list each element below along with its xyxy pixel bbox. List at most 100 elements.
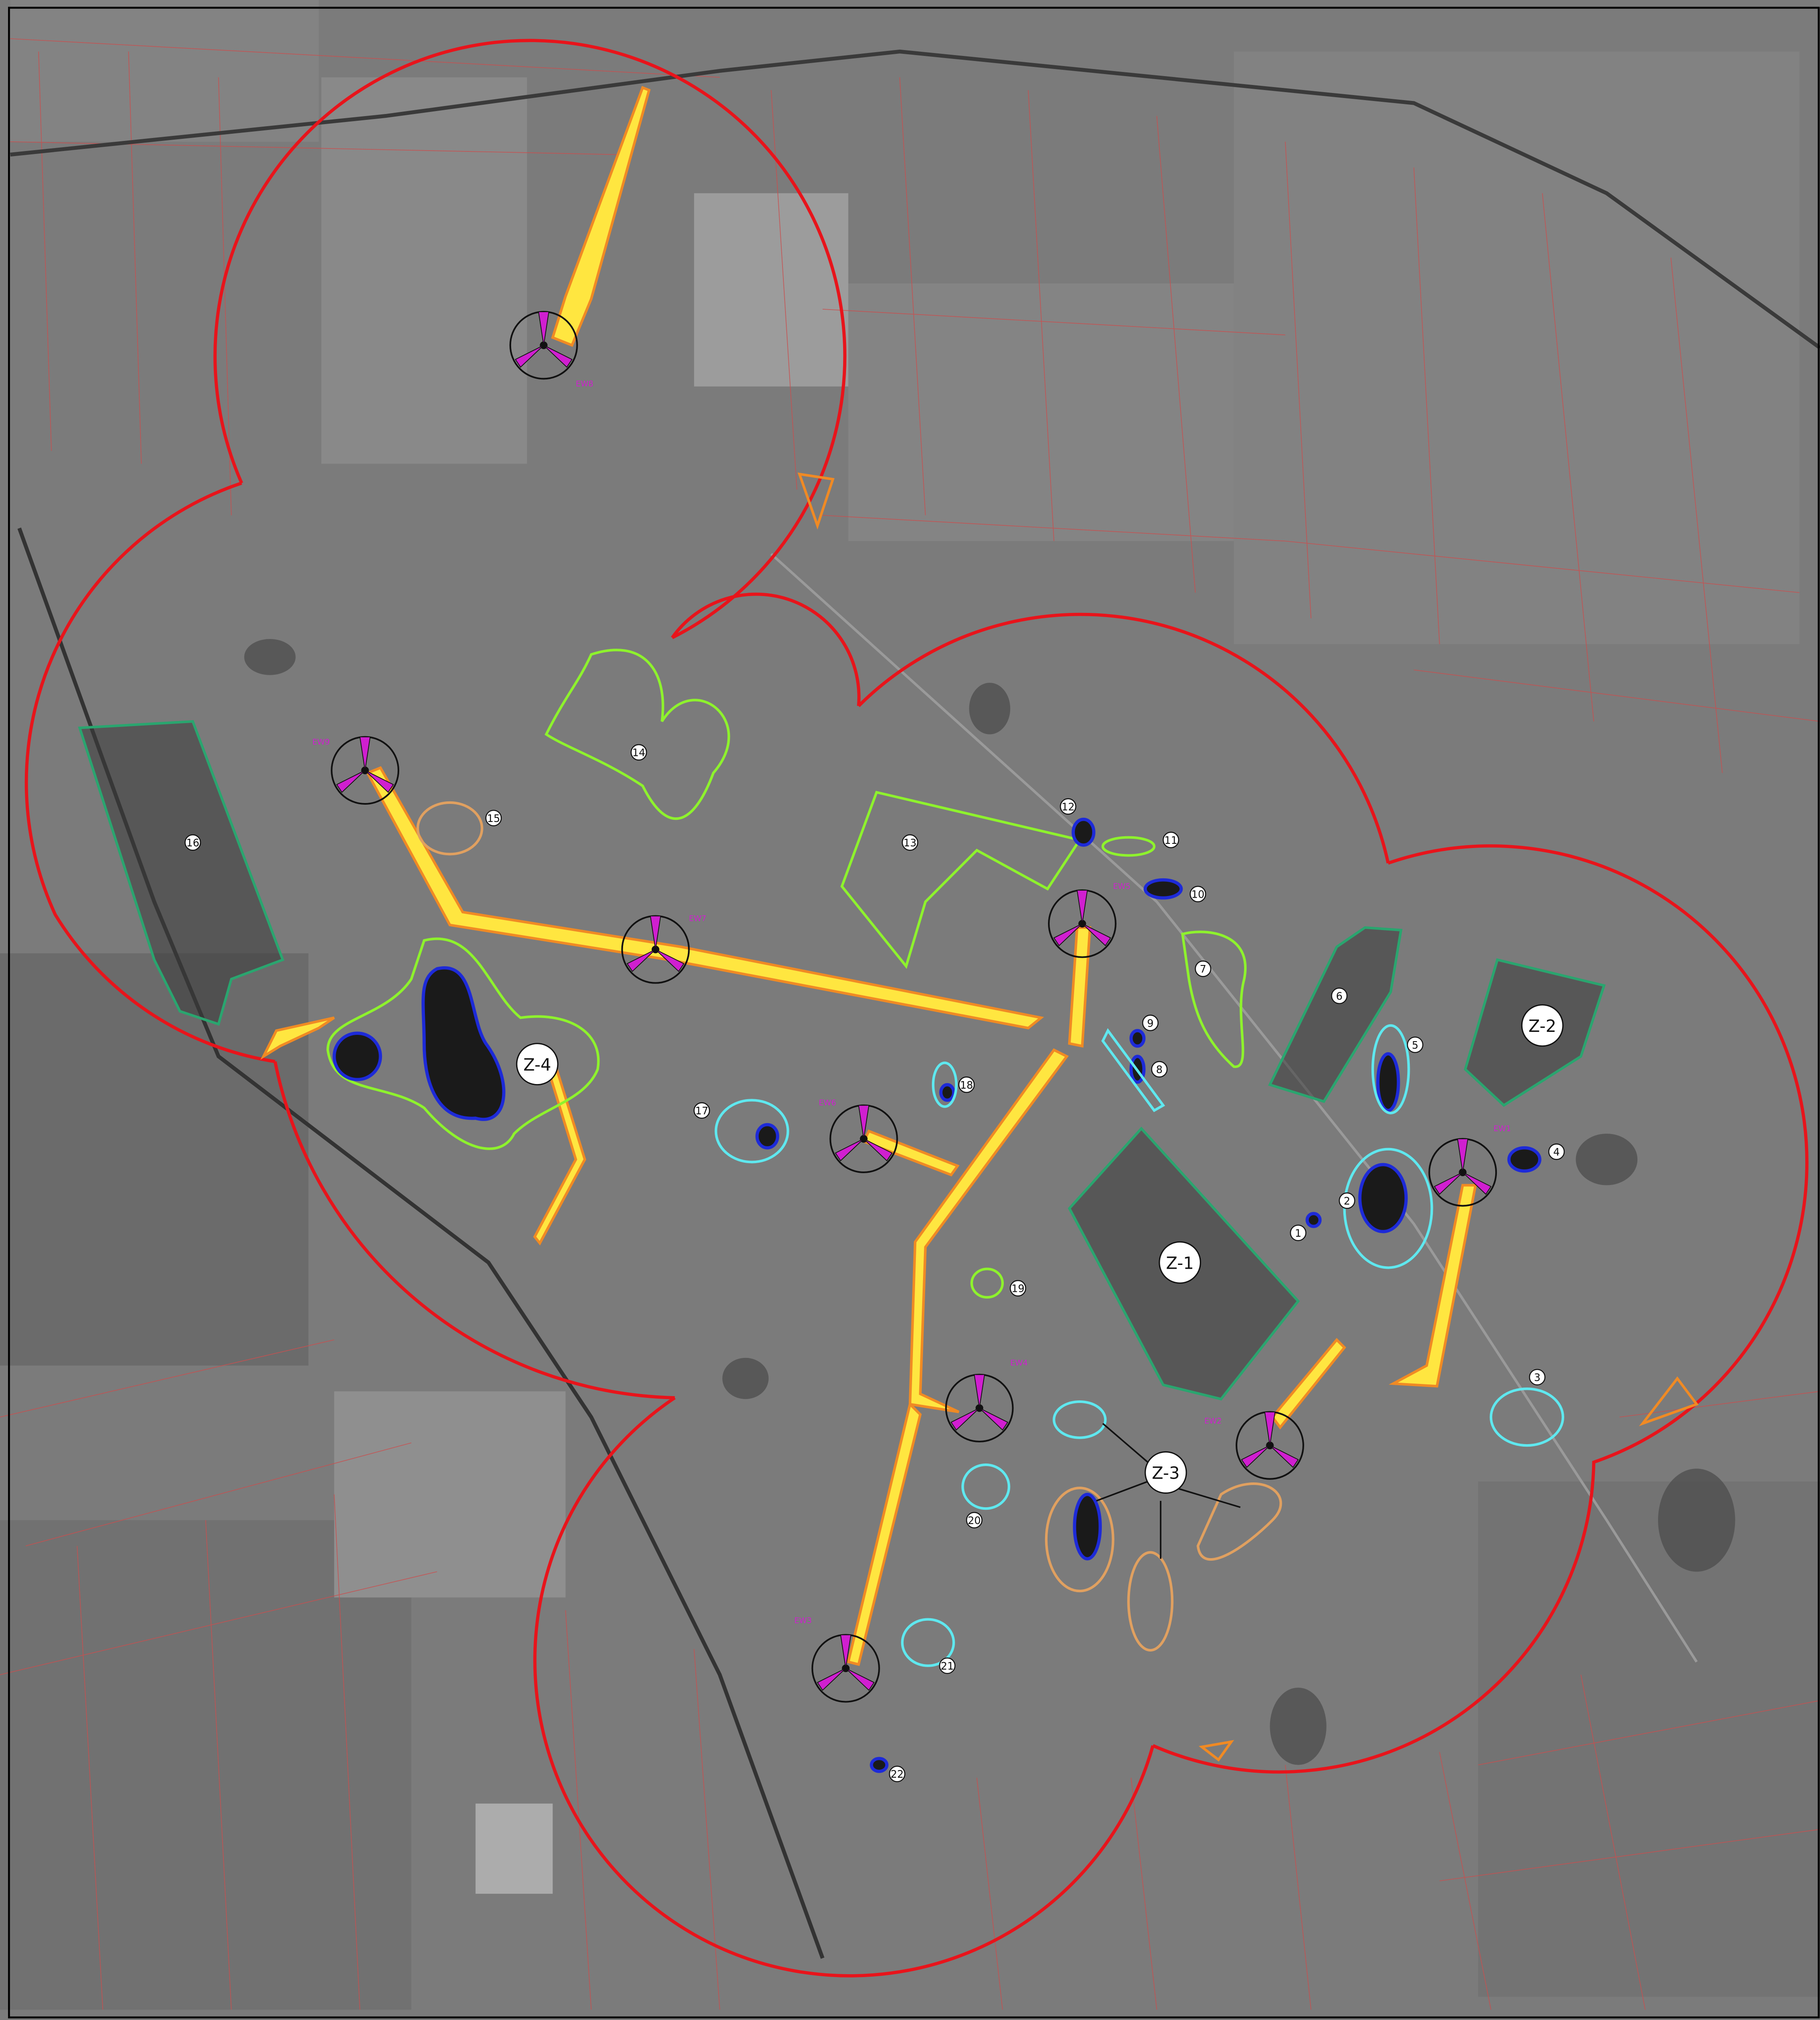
area-label-3: 3 (1529, 1369, 1546, 1386)
svg-text:15: 15 (487, 812, 500, 824)
turbine-code: EW7 (689, 915, 706, 923)
zone-label-z4: Z-4 (516, 1043, 559, 1086)
wind-turbine-icon[interactable] (331, 736, 400, 805)
area-label-20: 20 (966, 1512, 983, 1529)
area-label-12: 12 (1060, 798, 1077, 815)
area-11 (1101, 836, 1156, 857)
svg-text:Z-1: Z-1 (1166, 1254, 1194, 1273)
area-12 (1072, 817, 1096, 847)
turbine-code: EW1 (1494, 1124, 1511, 1133)
access-roads (260, 86, 1477, 1666)
area-label-9: 9 (1142, 1015, 1159, 1031)
wind-turbine-icon[interactable] (621, 915, 690, 984)
area-18 (931, 1061, 958, 1108)
wind-turbine-icon[interactable] (1236, 1411, 1304, 1480)
map-frame (8, 7, 1820, 2019)
z3-callout-lines (1096, 1423, 1241, 1559)
area-label-22: 22 (889, 1766, 906, 1782)
area-label-13: 13 (902, 834, 918, 851)
svg-text:19: 19 (1011, 1283, 1024, 1295)
svg-text:17: 17 (695, 1105, 708, 1117)
area-label-5: 5 (1407, 1037, 1424, 1053)
svg-text:5: 5 (1412, 1039, 1419, 1051)
dark-patches (244, 639, 1735, 1765)
svg-text:Z-4: Z-4 (523, 1055, 551, 1075)
area-16 (78, 720, 285, 1026)
zone-z4-lake (421, 966, 506, 1121)
area-10 (1143, 878, 1183, 900)
svg-text:22: 22 (891, 1768, 904, 1780)
wind-turbine-icon[interactable] (1428, 1138, 1497, 1207)
area-1 (1305, 1212, 1322, 1228)
zone-label-z1: Z-1 (1159, 1241, 1201, 1284)
area-21 (901, 1618, 955, 1667)
building-markers (797, 472, 1699, 1762)
turbine-codes: EW8 EW9 EW7 EW5 EW6 EW1 EW4 EW2 EW3 (312, 380, 1511, 1625)
area-label-11: 11 (1162, 832, 1179, 848)
svg-text:9: 9 (1147, 1017, 1154, 1029)
svg-text:16: 16 (186, 837, 199, 849)
svg-text:12: 12 (1061, 801, 1074, 813)
area-label-21: 21 (939, 1657, 956, 1674)
area-label-10: 10 (1189, 885, 1206, 902)
turbine-code: EW3 (794, 1617, 812, 1625)
svg-text:Z-2: Z-2 (1528, 1017, 1556, 1036)
area-label-7: 7 (1195, 960, 1212, 977)
zone-label-z2: Z-2 (1521, 1004, 1564, 1047)
area-17 (714, 1099, 789, 1164)
svg-text:11: 11 (1165, 834, 1178, 846)
green-areas (326, 649, 1247, 1299)
wind-turbine-icon[interactable] (811, 1634, 880, 1703)
diagonal-road (770, 553, 1698, 1663)
svg-text:7: 7 (1200, 963, 1207, 975)
area-labels: 1 2 3 4 5 6 7 8 9 10 11 12 13 14 15 16 1… (184, 744, 1565, 1782)
svg-text:3: 3 (1534, 1371, 1541, 1384)
area-label-4: 4 (1548, 1143, 1565, 1160)
area-13 (840, 790, 1082, 969)
turbine-code: EW5 (1113, 882, 1130, 891)
area-20 (961, 1463, 1011, 1510)
wind-turbine-icon[interactable] (829, 1104, 898, 1173)
zone-label-z3: Z-3 (1144, 1451, 1187, 1494)
area-5 (1376, 1052, 1400, 1112)
turbine-code: EW2 (1204, 1417, 1222, 1426)
area-label-14: 14 (630, 744, 647, 761)
area-label-17: 17 (693, 1102, 710, 1119)
area-label-16: 16 (184, 834, 201, 851)
wind-turbine-icon[interactable] (509, 311, 578, 380)
svg-text:10: 10 (1191, 888, 1204, 901)
area-8 (1101, 1028, 1165, 1112)
area-label-19: 19 (1010, 1280, 1027, 1297)
svg-text:18: 18 (960, 1079, 973, 1091)
svg-text:14: 14 (632, 747, 645, 759)
area-14 (544, 649, 730, 820)
svg-text:8: 8 (1156, 1063, 1163, 1076)
area-3 (1489, 1387, 1565, 1447)
wind-turbines (331, 311, 1497, 1703)
sand-areas (416, 801, 1282, 1652)
area-6 (1268, 926, 1403, 1103)
svg-text:21: 21 (941, 1660, 954, 1672)
area-label-2: 2 (1339, 1192, 1356, 1209)
area-15 (416, 801, 483, 856)
area-7 (1181, 930, 1247, 1068)
svg-text:13: 13 (903, 837, 916, 849)
area-5-outline (1371, 1024, 1410, 1115)
wind-turbine-icon[interactable] (1048, 889, 1117, 958)
turbine-code: EW9 (312, 738, 329, 747)
main-road (10, 49, 1820, 350)
turbine-buffer-zone (24, 39, 1809, 1978)
svg-text:Z-3: Z-3 (1152, 1464, 1180, 1483)
parcel-boundaries (0, 38, 1820, 2010)
area-label-6: 6 (1331, 987, 1348, 1004)
svg-text:1: 1 (1295, 1227, 1302, 1239)
wind-turbine-icon[interactable] (945, 1373, 1014, 1442)
svg-text:6: 6 (1336, 990, 1343, 1002)
water-bodies (332, 817, 1541, 1773)
area-label-15: 15 (485, 810, 502, 827)
svg-text:4: 4 (1553, 1146, 1560, 1158)
area-label-18: 18 (958, 1076, 975, 1093)
zone-z4 (326, 937, 600, 1150)
area-label-1: 1 (1290, 1225, 1307, 1241)
